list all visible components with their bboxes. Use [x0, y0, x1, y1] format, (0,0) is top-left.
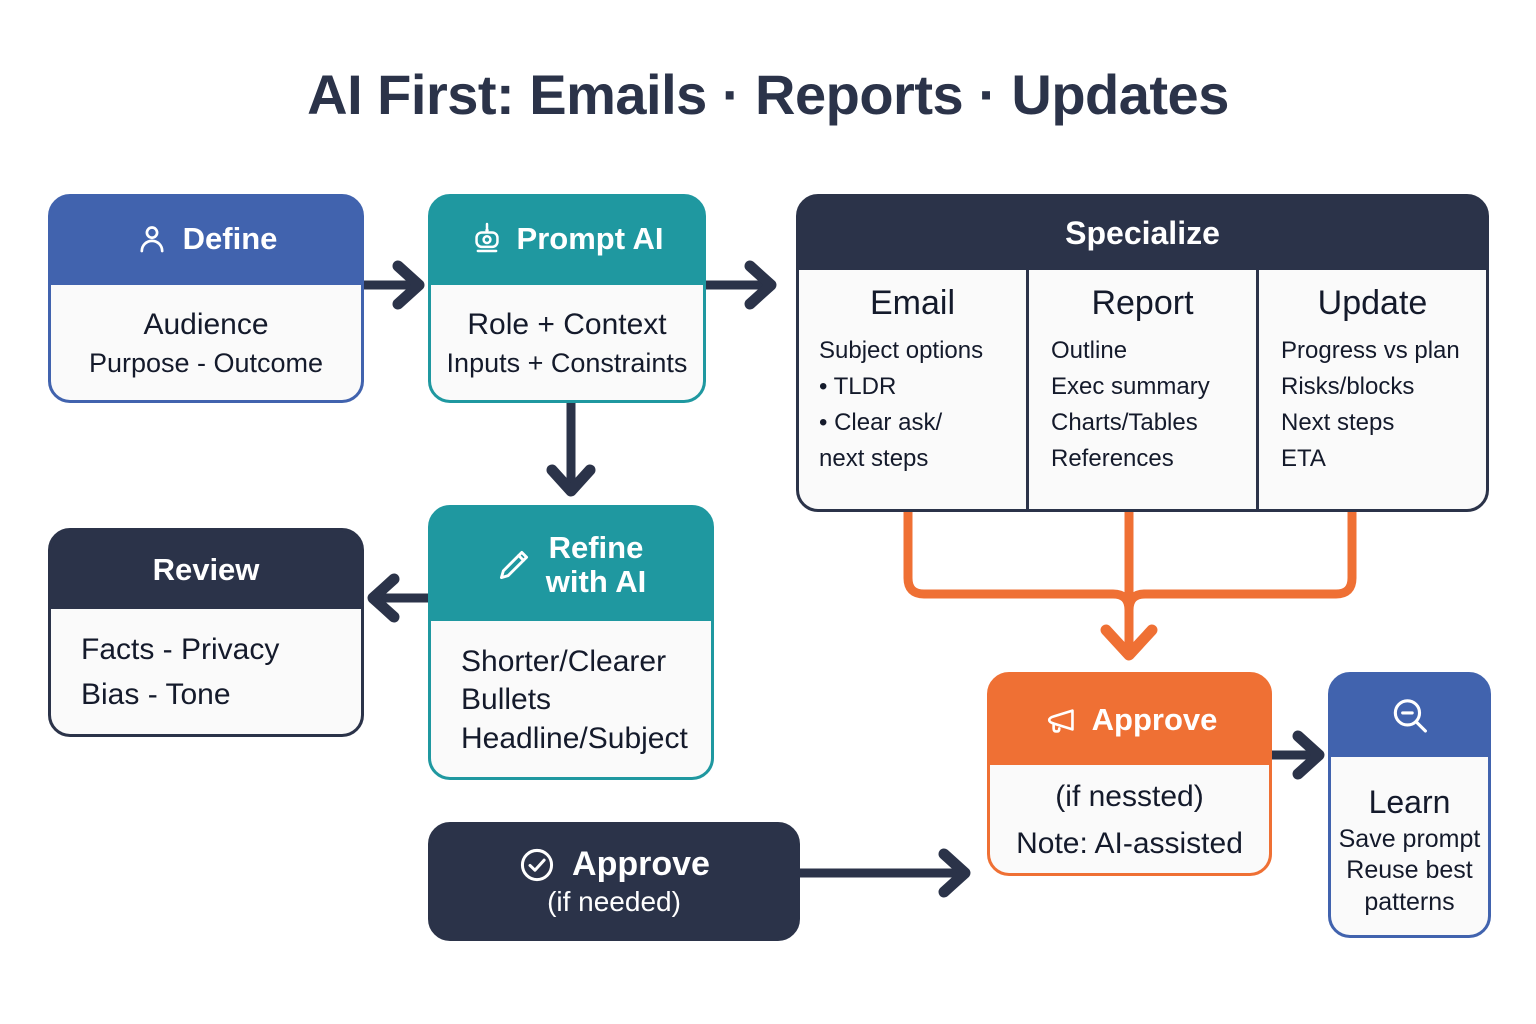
card-refine-with-ai-body: Shorter/Clearer Bullets Headline/Subject [431, 621, 711, 777]
connector-define-to-prompt [364, 260, 425, 310]
card-refine-line2: Bullets [461, 683, 552, 717]
card-prompt-ai-body: Role + Context Inputs + Constraints [431, 285, 703, 400]
specialize-columns: Email Subject options • TLDR • Clear ask… [799, 270, 1486, 509]
card-approve-line2: Note: AI-assisted [1016, 827, 1243, 860]
specialize-column-email-heading: Email [869, 284, 956, 322]
connector-approve-orange-to-learn [1272, 730, 1325, 780]
card-refine-with-ai-title: Refine with AI [546, 531, 646, 598]
card-review-header: Review [51, 531, 361, 609]
card-refine-with-ai-header: Refine with AI [431, 508, 711, 621]
card-prompt-ai-line1: Role + Context [467, 307, 667, 341]
card-define-title: Define [182, 221, 278, 257]
specialize-column-email-item: • TLDR [819, 373, 897, 400]
card-learn-line2: Reuse best [1346, 856, 1473, 885]
card-prompt-ai-title: Prompt AI [516, 221, 664, 257]
specialize-column-email[interactable]: Email Subject options • TLDR • Clear ask… [799, 270, 1026, 509]
zoom-out-icon [1388, 694, 1432, 738]
card-specialize-title: Specialize [1065, 215, 1220, 251]
card-define-body: Audience Purpose - Outcome [51, 285, 361, 400]
card-prompt-ai-line2: Inputs + Constraints [446, 348, 688, 379]
card-review-body: Facts - Privacy Bias - Tone [51, 609, 361, 734]
card-define-line1: Audience [143, 307, 269, 341]
specialize-column-report-heading: Report [1091, 284, 1194, 322]
card-approve-title: Approve [1091, 702, 1218, 738]
specialize-column-update-item: Risks/blocks [1281, 373, 1415, 400]
card-specialize[interactable]: Specialize Email Subject options • TLDR … [796, 194, 1489, 512]
card-define-line2: Purpose - Outcome [88, 348, 324, 379]
connector-specialize-to-approve [903, 507, 1357, 661]
specialize-column-update[interactable]: Update Progress vs plan Risks/blocks Nex… [1259, 270, 1486, 509]
card-refine-title-line1: Refine [548, 530, 644, 566]
specialize-column-report[interactable]: Report Outline Exec summary Charts/Table… [1029, 270, 1256, 509]
pencil-icon [496, 547, 532, 583]
connector-refine-to-review [367, 573, 428, 623]
robot-icon [471, 222, 503, 256]
specialize-column-email-item: • Clear ask/ [819, 409, 943, 436]
card-approve-if-needed-header: Approve [518, 845, 710, 884]
card-approve-if-needed[interactable]: Approve (if needed) [428, 822, 800, 941]
specialize-column-report-item: Exec summary [1051, 373, 1210, 400]
specialize-column-update-heading: Update [1317, 284, 1428, 322]
card-approve[interactable]: Approve (if nessted) Note: AI-assisted [987, 672, 1272, 876]
page-title: AI First: Emails · Reports · Updates [307, 63, 1229, 126]
card-learn-heading: Learn [1368, 784, 1451, 821]
specialize-column-email-item: Subject options [819, 337, 984, 364]
card-learn-line3: patterns [1364, 887, 1455, 916]
card-review-title: Review [152, 552, 260, 588]
specialize-column-email-item: next steps [819, 445, 929, 472]
card-define-header: Define [51, 197, 361, 285]
card-refine-title-line2: with AI [545, 563, 647, 599]
card-refine-line3: Headline/Subject [461, 721, 688, 755]
card-review-line1: Facts - Privacy [81, 633, 280, 667]
card-review-line2: Bias - Tone [81, 678, 231, 711]
card-refine-with-ai[interactable]: Refine with AI Shorter/Clearer Bullets H… [428, 505, 714, 780]
card-approve-line1: (if nessted) [1055, 780, 1204, 814]
card-prompt-ai[interactable]: Prompt AI Role + Context Inputs + Constr… [428, 194, 706, 403]
check-circle-icon [518, 846, 556, 884]
card-approve-if-needed-title: Approve [572, 845, 710, 883]
connector-approve-dark-to-approve-orange [800, 848, 971, 898]
card-learn-line1: Save prompt [1338, 825, 1481, 854]
card-learn-body: Learn Save prompt Reuse best patterns [1331, 757, 1488, 935]
card-learn[interactable]: Learn Save prompt Reuse best patterns [1328, 672, 1491, 938]
specialize-column-report-item: References [1051, 445, 1174, 472]
card-learn-header [1331, 675, 1488, 757]
card-approve-if-needed-subtitle: (if needed) [547, 886, 681, 917]
person-icon [135, 222, 169, 256]
card-prompt-ai-header: Prompt AI [431, 197, 703, 285]
specialize-column-update-item: ETA [1281, 445, 1326, 472]
card-approve-body: (if nessted) Note: AI-assisted [990, 765, 1269, 873]
specialize-column-update-item: Next steps [1281, 409, 1395, 436]
card-define[interactable]: Define Audience Purpose - Outcome [48, 194, 364, 403]
connector-prompt-to-refine [546, 403, 596, 497]
card-review[interactable]: Review Facts - Privacy Bias - Tone [48, 528, 364, 737]
card-approve-header: Approve [990, 675, 1269, 765]
card-refine-line1: Shorter/Clearer [461, 644, 667, 678]
specialize-column-report-item: Outline [1051, 337, 1128, 364]
megaphone-icon [1042, 704, 1078, 736]
specialize-column-report-item: Charts/Tables [1051, 409, 1198, 436]
specialize-column-update-item: Progress vs plan [1281, 337, 1460, 364]
connector-prompt-to-specialize [706, 260, 777, 310]
